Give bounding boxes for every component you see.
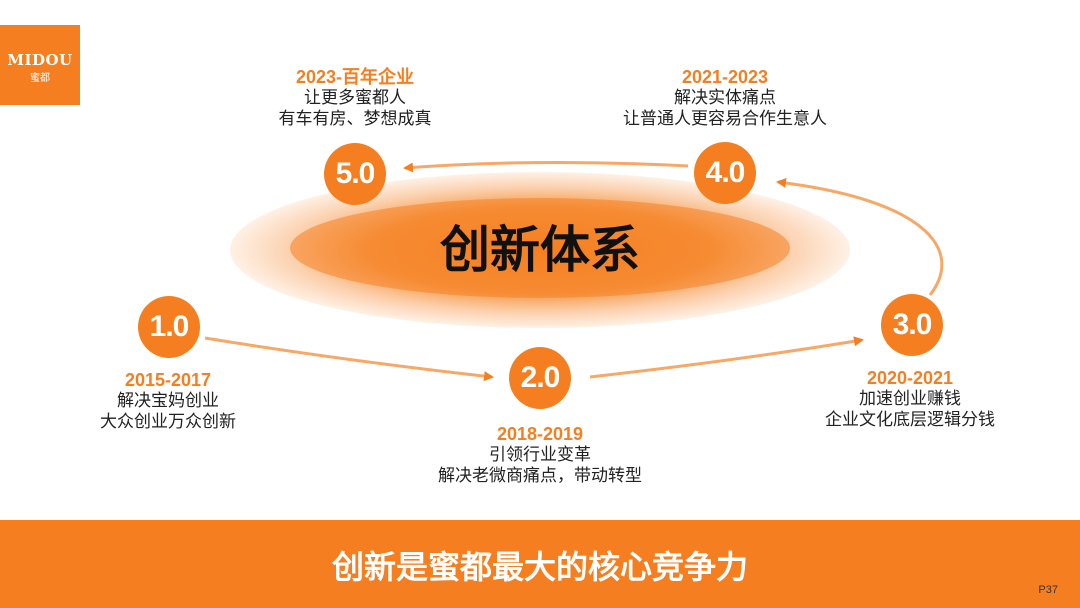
- stage-5-line-1: 让更多蜜都人: [304, 88, 406, 108]
- logo-brand-cn: 蜜都: [30, 73, 50, 84]
- arrow-1-to-2: [204, 336, 494, 382]
- arrow-3-to-4: [776, 178, 944, 296]
- stage-3-circle: 3.0: [881, 294, 943, 356]
- stage-3-line-2: 企业文化底层逻辑分钱: [825, 410, 995, 430]
- stage-5-line-2: 有车有房、梦想成真: [278, 109, 432, 129]
- stage-1-line-1: 解决宝妈创业: [117, 391, 219, 411]
- center-title: 创新体系: [440, 221, 640, 279]
- stage-1-line-2: 大众创业万众创新: [100, 412, 236, 432]
- cycle-diagram: [204, 160, 944, 382]
- stage-2-block: 2018-2019 引领行业变革 解决老微商痛点，带动转型: [400, 423, 680, 487]
- stage-3-line-1: 加速创业赚钱: [859, 389, 961, 409]
- stage-2-line-2: 解决老微商痛点，带动转型: [438, 466, 642, 486]
- stage-2-line-1: 引领行业变革: [489, 445, 591, 465]
- page-number: P37: [1038, 584, 1058, 596]
- stage-1-block: 2015-2017 解决宝妈创业 大众创业万众创新: [58, 369, 278, 433]
- center-ellipse-inner: [290, 198, 790, 298]
- stage-4-line-1: 解决实体痛点: [674, 88, 776, 108]
- stage-5-year: 2023-百年企业: [295, 67, 415, 87]
- footer-banner: 创新是蜜都最大的核心竞争力 P37: [0, 520, 1080, 608]
- stage-4-year: 2021-2023: [681, 67, 769, 87]
- stage-3-year: 2020-2021: [866, 368, 954, 388]
- stage-5-circle: 5.0: [324, 143, 386, 205]
- stage-1-circle: 1.0: [138, 296, 200, 358]
- stage-1-year: 2015-2017: [124, 370, 212, 390]
- stage-2-year: 2018-2019: [496, 424, 584, 444]
- arrow-4-to-5: [403, 160, 689, 173]
- footer-slogan: 创新是蜜都最大的核心竞争力: [331, 548, 748, 586]
- stage-3-block: 2020-2021 加速创业赚钱 企业文化底层逻辑分钱: [790, 367, 1030, 431]
- stage-4-line-2: 让普通人更容易合作生意人: [623, 109, 827, 129]
- stage-5-block: 2023-百年企业 让更多蜜都人 有车有房、梦想成真: [245, 66, 465, 130]
- logo-brand: MIDOU: [7, 51, 73, 69]
- stage-4-circle: 4.0: [694, 142, 756, 204]
- arrow-2-to-3: [589, 336, 864, 379]
- stage-4-block: 2021-2023 解决实体痛点 让普通人更容易合作生意人: [595, 66, 855, 130]
- stage-2-circle: 2.0: [509, 347, 571, 409]
- logo: MIDOU 蜜都: [0, 25, 80, 105]
